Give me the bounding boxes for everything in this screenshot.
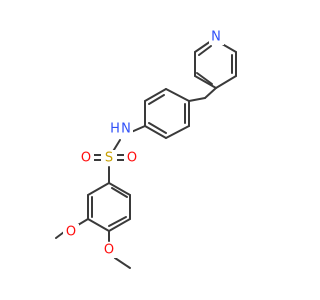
- bond: [87, 182, 110, 196]
- bond: [55, 231, 65, 239]
- molecule-structure-diagram: N H N S O O O O: [55, 29, 237, 269]
- bond: [215, 75, 237, 89]
- pyridine-nitrogen-label: N: [209, 29, 224, 45]
- bond: [165, 88, 190, 102]
- nitrogen-atom: N: [211, 30, 221, 45]
- bond: [77, 218, 89, 226]
- methoxy-3-oxygen-label: O: [63, 224, 79, 240]
- bond: [194, 75, 217, 89]
- hydrogen-atom: H: [110, 122, 120, 137]
- nitrogen-atom: N: [121, 122, 131, 137]
- bond: [144, 88, 167, 102]
- bond: [198, 45, 212, 56]
- bond: [204, 87, 217, 99]
- amine-label: H N: [109, 121, 133, 139]
- bond: [194, 40, 212, 53]
- bond: [165, 125, 190, 139]
- bond: [114, 257, 131, 269]
- oxygen-atom: O: [104, 243, 114, 258]
- bond: [108, 182, 131, 196]
- bond: [196, 72, 213, 85]
- oxygen-atom: O: [81, 151, 91, 166]
- bond: [108, 216, 127, 227]
- sulfonyl-oxygen-left-label: O: [78, 150, 94, 166]
- sulfonyl-oxygen-right-label: O: [124, 150, 140, 166]
- bond: [108, 218, 131, 232]
- bond: [148, 94, 165, 105]
- oxygen-atom: O: [127, 151, 137, 166]
- sulfur-label: S: [101, 150, 117, 166]
- bond: [87, 218, 110, 232]
- bond: [144, 125, 167, 139]
- bond: [148, 122, 167, 134]
- methoxy-4-oxygen-label: O: [101, 242, 117, 258]
- sulfur-atom: S: [105, 151, 113, 166]
- oxygen-atom: O: [66, 225, 76, 240]
- bond: [188, 97, 206, 102]
- atom-labels: N H N S O O O O: [63, 29, 224, 258]
- bond: [111, 187, 128, 198]
